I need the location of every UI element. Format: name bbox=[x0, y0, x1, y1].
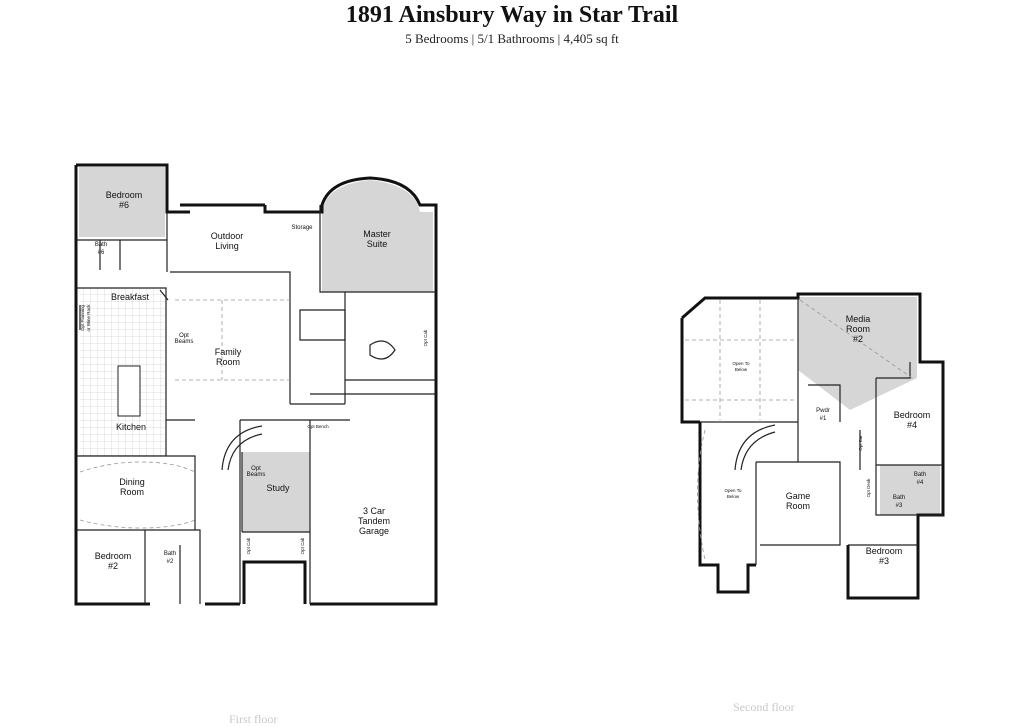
listing-title: 1891 Ainsbury Way in Star Trail bbox=[345, 2, 679, 28]
second-floor-dashed-lines bbox=[685, 299, 916, 561]
master-suite-label: Master bbox=[363, 229, 391, 239]
master-suite-label-2: Suite bbox=[367, 239, 388, 249]
second-floor-interior-walls bbox=[700, 298, 943, 565]
bedroom-3-number: #3 bbox=[879, 556, 889, 566]
bedroom-2-number: #2 bbox=[108, 561, 118, 571]
main-stair bbox=[221, 425, 263, 471]
media-room-label-3: #2 bbox=[853, 334, 863, 344]
opt-wine-label-2: or Wine Rack bbox=[86, 304, 91, 332]
family-room-label: Family bbox=[215, 347, 242, 357]
media-room-label: Media bbox=[846, 314, 871, 324]
study-opt-cab-right: Opt Cab bbox=[300, 537, 305, 554]
study-label: Study bbox=[266, 483, 290, 493]
second-floor-caption: Second floor bbox=[733, 700, 795, 714]
master-suite-area bbox=[322, 180, 433, 292]
study-opt-beams-label-2: Beams bbox=[247, 472, 266, 478]
study-opt-cab-left: Opt Cab bbox=[246, 537, 251, 554]
bedroom-4-number: #4 bbox=[907, 420, 917, 430]
baths-3-4-area bbox=[880, 465, 940, 515]
opt-bench-label: Opt Bench bbox=[307, 424, 329, 429]
bedroom-6-label: Bedroom bbox=[106, 190, 143, 200]
dining-room-label: Dining bbox=[119, 477, 145, 487]
bedroom-2-label: Bedroom bbox=[95, 551, 132, 561]
outdoor-living-label: Outdoor bbox=[211, 231, 244, 241]
listing-subtitle: 5 Bedrooms | 5/1 Bathrooms | 4,405 sq ft bbox=[405, 31, 619, 46]
game-room-label: Game bbox=[786, 491, 811, 501]
outdoor-living-label-2: Living bbox=[215, 241, 239, 251]
bath-2-label: Bath bbox=[164, 551, 176, 557]
bath-4-number: #4 bbox=[917, 480, 924, 486]
kitchen-island bbox=[117, 365, 141, 417]
bedroom-4-label: Bedroom bbox=[894, 410, 931, 420]
second-floor-outer-walls bbox=[680, 292, 945, 600]
opt-beams-label-2: Beams bbox=[175, 339, 194, 345]
bath-6-number: #6 bbox=[98, 250, 105, 256]
study-opt-beams-label: Opt bbox=[251, 466, 261, 472]
bath-3-label: Bath bbox=[893, 495, 905, 501]
study-area bbox=[242, 452, 310, 532]
bath-4-label: Bath bbox=[914, 472, 926, 478]
bath-2-number: #2 bbox=[167, 559, 174, 565]
master-bath-fixtures bbox=[299, 309, 396, 360]
opt-wine-label: Opt Planning bbox=[80, 305, 85, 332]
breakfast-label: Breakfast bbox=[111, 292, 150, 302]
bath-6-label: Bath bbox=[95, 242, 107, 248]
garage-label: 3 Car bbox=[363, 506, 385, 516]
opt-desk-label: Opt Desk bbox=[866, 478, 871, 498]
open-to-below-2b: Below bbox=[727, 494, 740, 499]
kitchen-label: Kitchen bbox=[116, 422, 146, 432]
open-to-below-1: Open To bbox=[733, 361, 750, 366]
second-floor-plan: Open To Below Media Room #2 Pwdr #1 Bedr… bbox=[680, 292, 945, 600]
first-floor-interior-walls bbox=[76, 205, 436, 604]
garage-label-3: Garage bbox=[359, 526, 389, 536]
game-room-label-2: Room bbox=[786, 501, 810, 511]
first-floor-outer-walls bbox=[74, 163, 438, 606]
bedroom-6-area bbox=[79, 167, 165, 237]
bedroom-6-number: #6 bbox=[119, 200, 129, 210]
bedroom-3-label: Bedroom bbox=[866, 546, 903, 556]
first-floor-caption: First floor bbox=[229, 712, 278, 726]
opt-beams-label: Opt bbox=[179, 333, 189, 339]
opt-bar-label: Opt Bar bbox=[858, 435, 863, 451]
media-room-area bbox=[798, 297, 917, 410]
bath-3-number: #3 bbox=[896, 503, 903, 509]
master-opt-cab-label: Opt Cab bbox=[423, 329, 428, 346]
upper-stair bbox=[734, 424, 776, 471]
dining-room-label-2: Room bbox=[120, 487, 144, 497]
media-room-label-2: Room bbox=[846, 324, 870, 334]
open-to-below-1b: Below bbox=[735, 367, 748, 372]
powder-number: #1 bbox=[820, 416, 827, 422]
open-to-below-2: Open To bbox=[725, 488, 742, 493]
storage-label: Storage bbox=[291, 225, 313, 231]
family-room-label-2: Room bbox=[216, 357, 240, 367]
powder-label: Pwdr bbox=[816, 408, 830, 414]
first-floor-plan: Bedroom #6 Bath #6 Outdoor Living Storag… bbox=[74, 163, 438, 606]
garage-label-2: Tandem bbox=[358, 516, 390, 526]
first-floor-dashed-lines bbox=[79, 299, 290, 529]
